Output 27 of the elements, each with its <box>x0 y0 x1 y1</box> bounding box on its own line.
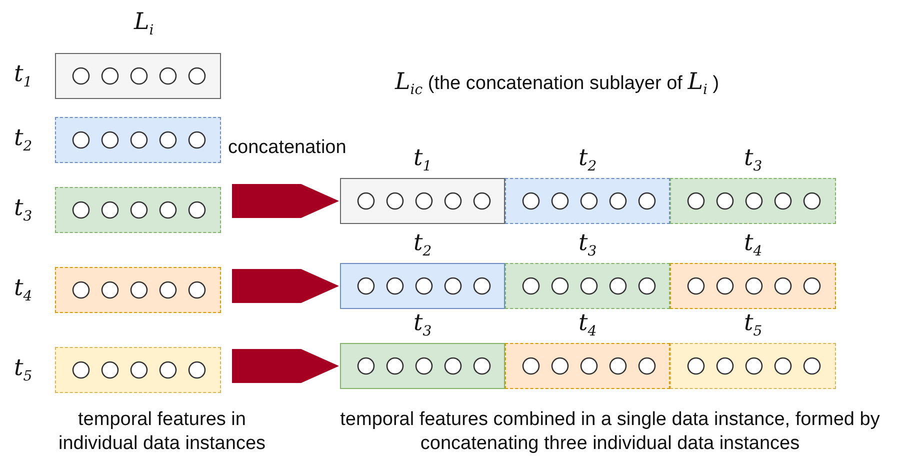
time-step-label: t$_{3}$ <box>414 309 432 342</box>
time-step-label: t$_{3}$ <box>744 144 762 177</box>
time-step-label: t$_{2}$ <box>14 124 32 157</box>
time-step-label: t$_{1}$ <box>14 60 32 93</box>
feature-vector-box <box>55 117 221 163</box>
layer-label: L$_{i}$ <box>134 8 154 41</box>
block-arrow <box>232 269 339 303</box>
time-step-label: t$_{2}$ <box>578 144 597 177</box>
sublayer-title: L$_{ic}$ (the concatenation sublayer of L$_{i}$ ) <box>395 70 720 100</box>
time-step-label: t$_{4}$ <box>578 309 597 342</box>
block-arrow <box>232 184 339 218</box>
caption-text: temporal features in individual data instances <box>57 408 267 456</box>
feature-vector-box <box>55 187 221 233</box>
caption-text: temporal features combined in a single data instance, formed by concatenating three individual data instances <box>339 408 881 456</box>
time-step-label: t$_{3}$ <box>14 194 32 227</box>
feature-vector-box <box>55 347 221 393</box>
time-step-label: t$_{3}$ <box>578 229 597 262</box>
feature-vector-box <box>55 53 221 99</box>
time-step-label: t$_{1}$ <box>414 144 432 177</box>
concatenation-label: concatenation <box>228 136 346 160</box>
time-step-label: t$_{4}$ <box>14 274 32 307</box>
time-step-label: t$_{5}$ <box>14 354 32 387</box>
time-step-label: t$_{2}$ <box>414 229 432 262</box>
time-step-label: t$_{4}$ <box>744 229 762 262</box>
feature-vector-box <box>55 267 221 313</box>
block-arrow <box>232 349 339 383</box>
time-step-label: t$_{5}$ <box>744 309 762 342</box>
